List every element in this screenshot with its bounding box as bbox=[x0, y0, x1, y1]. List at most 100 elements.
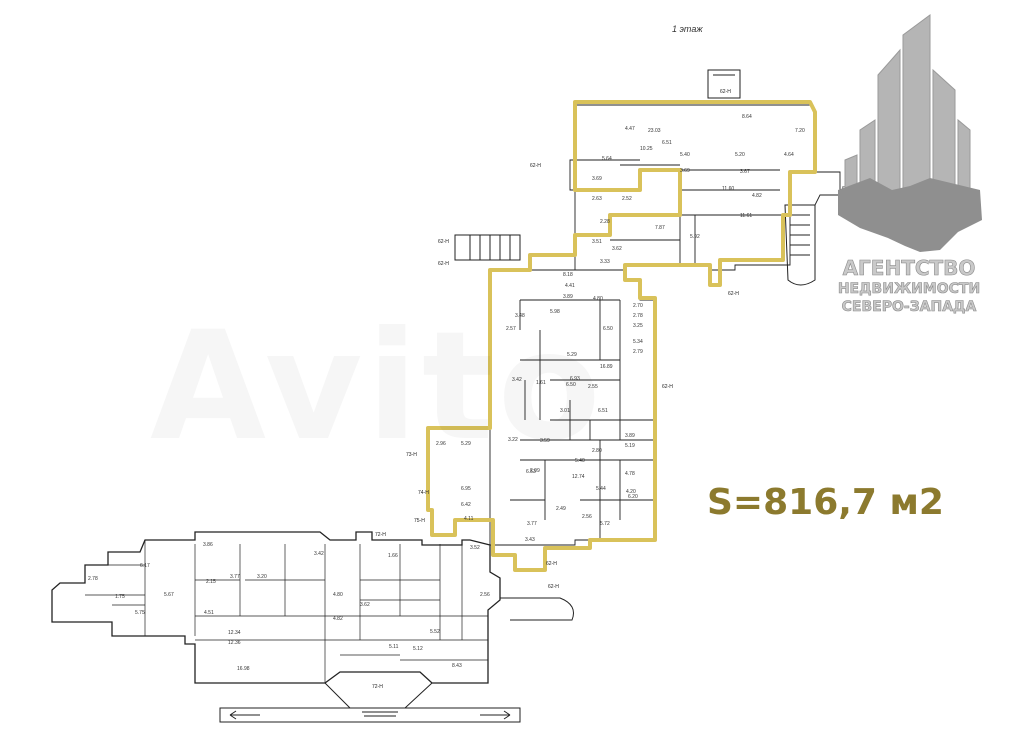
exit-label: 73-Н bbox=[406, 452, 417, 458]
room-area-label: 5.98 bbox=[550, 309, 560, 315]
room-area-label: 6.50 bbox=[603, 326, 613, 332]
room-area-label: 2.56 bbox=[480, 592, 490, 598]
highlighted-area-outline bbox=[426, 100, 817, 572]
room-area-label: 4.41 bbox=[565, 283, 575, 289]
room-area-label: 2.99 bbox=[530, 468, 540, 474]
room-area-label: 3.22 bbox=[508, 437, 518, 443]
room-area-label: 11.61 bbox=[740, 213, 752, 219]
room-area-label: 5.34 bbox=[633, 339, 643, 345]
side-stair bbox=[454, 234, 521, 261]
room-area-label: 8.64 bbox=[742, 114, 752, 120]
exit-label: 62-Н bbox=[438, 261, 449, 267]
room-area-label: 6.51 bbox=[662, 140, 672, 146]
entrance-arrow-left bbox=[229, 710, 260, 720]
room-area-label: 3.77 bbox=[527, 521, 537, 527]
room-area-label: 5.75 bbox=[135, 610, 145, 616]
right-stair-tower bbox=[784, 204, 816, 286]
entrance-arrow-right bbox=[480, 710, 511, 720]
room-area-label: 5.20 bbox=[735, 152, 745, 158]
room-area-label: 5.64 bbox=[602, 156, 612, 162]
room-area-label: 5.12 bbox=[413, 646, 423, 652]
room-area-label: 3.69 bbox=[680, 168, 690, 174]
room-area-label: 4.47 bbox=[625, 126, 635, 132]
room-area-label: 3.89 bbox=[563, 294, 573, 300]
watermark: Avito bbox=[150, 300, 605, 474]
room-area-label: 4.11 bbox=[464, 516, 474, 522]
room-area-label: 5.40 bbox=[575, 458, 585, 464]
exit-label: 62-Н bbox=[728, 291, 739, 297]
exit-labels: 62-Н62-Н62-Н62-Н62-Н62-Н62-Н62-Н62-Н73-Н… bbox=[372, 89, 853, 690]
room-area-label: 6.53 bbox=[526, 469, 536, 475]
room-area-label: 3.33 bbox=[600, 259, 610, 265]
room-area-label: 12.36 bbox=[228, 640, 241, 646]
exit-label: 74-Н bbox=[418, 490, 429, 496]
agency-logo bbox=[838, 14, 982, 252]
room-area-label: 6.42 bbox=[461, 502, 471, 508]
room-area-label: 4.64 bbox=[784, 152, 794, 158]
room-area-label: 4.51 bbox=[204, 610, 214, 616]
room-area-label: 5.92 bbox=[690, 234, 700, 240]
room-area-label: 3.43 bbox=[525, 537, 535, 543]
room-area-label: 10.25 bbox=[640, 146, 653, 152]
room-area-label: 2.56 bbox=[582, 514, 592, 520]
exit-label: 72-Н bbox=[375, 532, 386, 538]
exit-label: 62-Н bbox=[530, 163, 541, 169]
room-area-label: 6.51 bbox=[598, 408, 608, 414]
room-area-label: 3.20 bbox=[257, 574, 267, 580]
room-area-label: 4.82 bbox=[752, 193, 762, 199]
exit-label: 62-Н bbox=[662, 384, 673, 390]
room-area-label: 2.15 bbox=[206, 579, 216, 585]
room-area-label: 2.63 bbox=[592, 196, 602, 202]
room-area-label: 7.87 bbox=[655, 225, 665, 231]
room-area-label: 11.60 bbox=[722, 186, 734, 192]
room-area-label: 7.20 bbox=[795, 128, 805, 134]
room-area-label: 5.11 bbox=[389, 644, 399, 650]
room-area-label: 12.34 bbox=[228, 630, 241, 636]
room-area-label: 3.52 bbox=[470, 545, 480, 551]
room-area-label: 5.40 bbox=[680, 152, 690, 158]
room-area-label: 5.44 bbox=[596, 486, 606, 492]
exit-label: 62-Н bbox=[720, 89, 731, 95]
room-area-label: 1.75 bbox=[115, 594, 125, 600]
room-area-label: 1.61 bbox=[536, 380, 546, 386]
room-area-label: 3.62 bbox=[612, 246, 622, 252]
room-area-label: 4.78 bbox=[625, 471, 635, 477]
exit-label: 62-Н bbox=[438, 239, 449, 245]
bottom-ramp bbox=[219, 682, 521, 723]
room-area-label: 2.28 bbox=[600, 219, 610, 225]
left-wing-walls bbox=[85, 540, 488, 683]
room-area-label: 4.80 bbox=[593, 296, 603, 302]
room-area-label: 2.70 bbox=[633, 303, 643, 309]
exit-label: 62-Н bbox=[548, 584, 559, 590]
room-area-label: 2.96 bbox=[436, 441, 446, 447]
room-area-label: 4.82 bbox=[333, 616, 343, 622]
room-area-label: 16.89 bbox=[600, 364, 613, 370]
room-area-label: 6.50 bbox=[566, 382, 576, 388]
logo-line-1: АГЕНТСТВО bbox=[842, 256, 976, 281]
room-area-label: 5.52 bbox=[430, 629, 440, 635]
room-area-label: 2.80 bbox=[592, 448, 602, 454]
room-area-label: 2.55 bbox=[588, 384, 598, 390]
room-area-label: 6.17 bbox=[140, 563, 150, 569]
floor-title: 1 этаж bbox=[672, 24, 703, 34]
room-area-label: 3.67 bbox=[740, 169, 750, 175]
room-area-label: 12.74 bbox=[572, 474, 585, 480]
exit-label: 75-Н bbox=[414, 518, 425, 524]
handshake-icon bbox=[838, 178, 982, 252]
left-wing-outline bbox=[51, 531, 501, 684]
room-area-label: 3.69 bbox=[592, 176, 602, 182]
room-area-label: 3.42 bbox=[314, 551, 324, 557]
room-area-label: 6.20 bbox=[628, 494, 638, 500]
room-area-label: 2.79 bbox=[633, 349, 643, 355]
room-area-label: 5.29 bbox=[567, 352, 577, 358]
room-area-label: 1.66 bbox=[388, 553, 398, 559]
room-area-label: 2.49 bbox=[556, 506, 566, 512]
room-area-label: 8.43 bbox=[452, 663, 462, 669]
right-curved-ramp bbox=[500, 597, 574, 621]
room-area-label: 3.51 bbox=[592, 239, 602, 245]
exit-label: 72-Н bbox=[372, 684, 383, 690]
room-area-label: 4.20 bbox=[626, 489, 636, 495]
room-area-label: 5.67 bbox=[164, 592, 174, 598]
